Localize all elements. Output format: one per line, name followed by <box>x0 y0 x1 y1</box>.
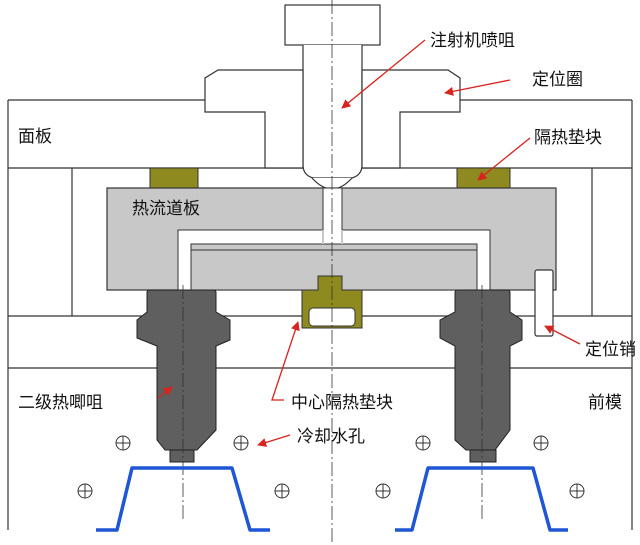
locating-ring <box>204 69 461 169</box>
molded-parts <box>96 466 568 532</box>
secondary-nozzle-left <box>136 289 231 463</box>
locating-pin <box>534 269 554 337</box>
label-insulation-pad: 隔热垫块 <box>534 128 602 148</box>
label-injection-nozzle: 注射机喷咀 <box>430 31 515 51</box>
cooling-holes <box>77 435 585 499</box>
label-cooling-hole: 冷却水孔 <box>297 427 365 447</box>
leader-arrows <box>157 39 581 447</box>
insulation-pad-right <box>456 167 511 189</box>
hot-runner-plate <box>106 187 557 291</box>
centerlines <box>182 0 483 545</box>
label-secondary-nozzle: 二级热唧咀 <box>18 393 103 413</box>
label-front-mold: 前模 <box>588 393 622 413</box>
label-hot-runner-plate: 热流道板 <box>132 199 200 219</box>
label-locating-ring: 定位圈 <box>532 70 583 90</box>
injection-nozzle <box>284 4 381 190</box>
insulation-pad-left <box>149 167 199 189</box>
secondary-nozzle-right <box>439 289 523 463</box>
label-face-plate: 面板 <box>18 127 52 147</box>
label-locating-pin: 定位销 <box>585 340 636 360</box>
label-center-insulation-pad: 中心隔热垫块 <box>291 393 393 413</box>
